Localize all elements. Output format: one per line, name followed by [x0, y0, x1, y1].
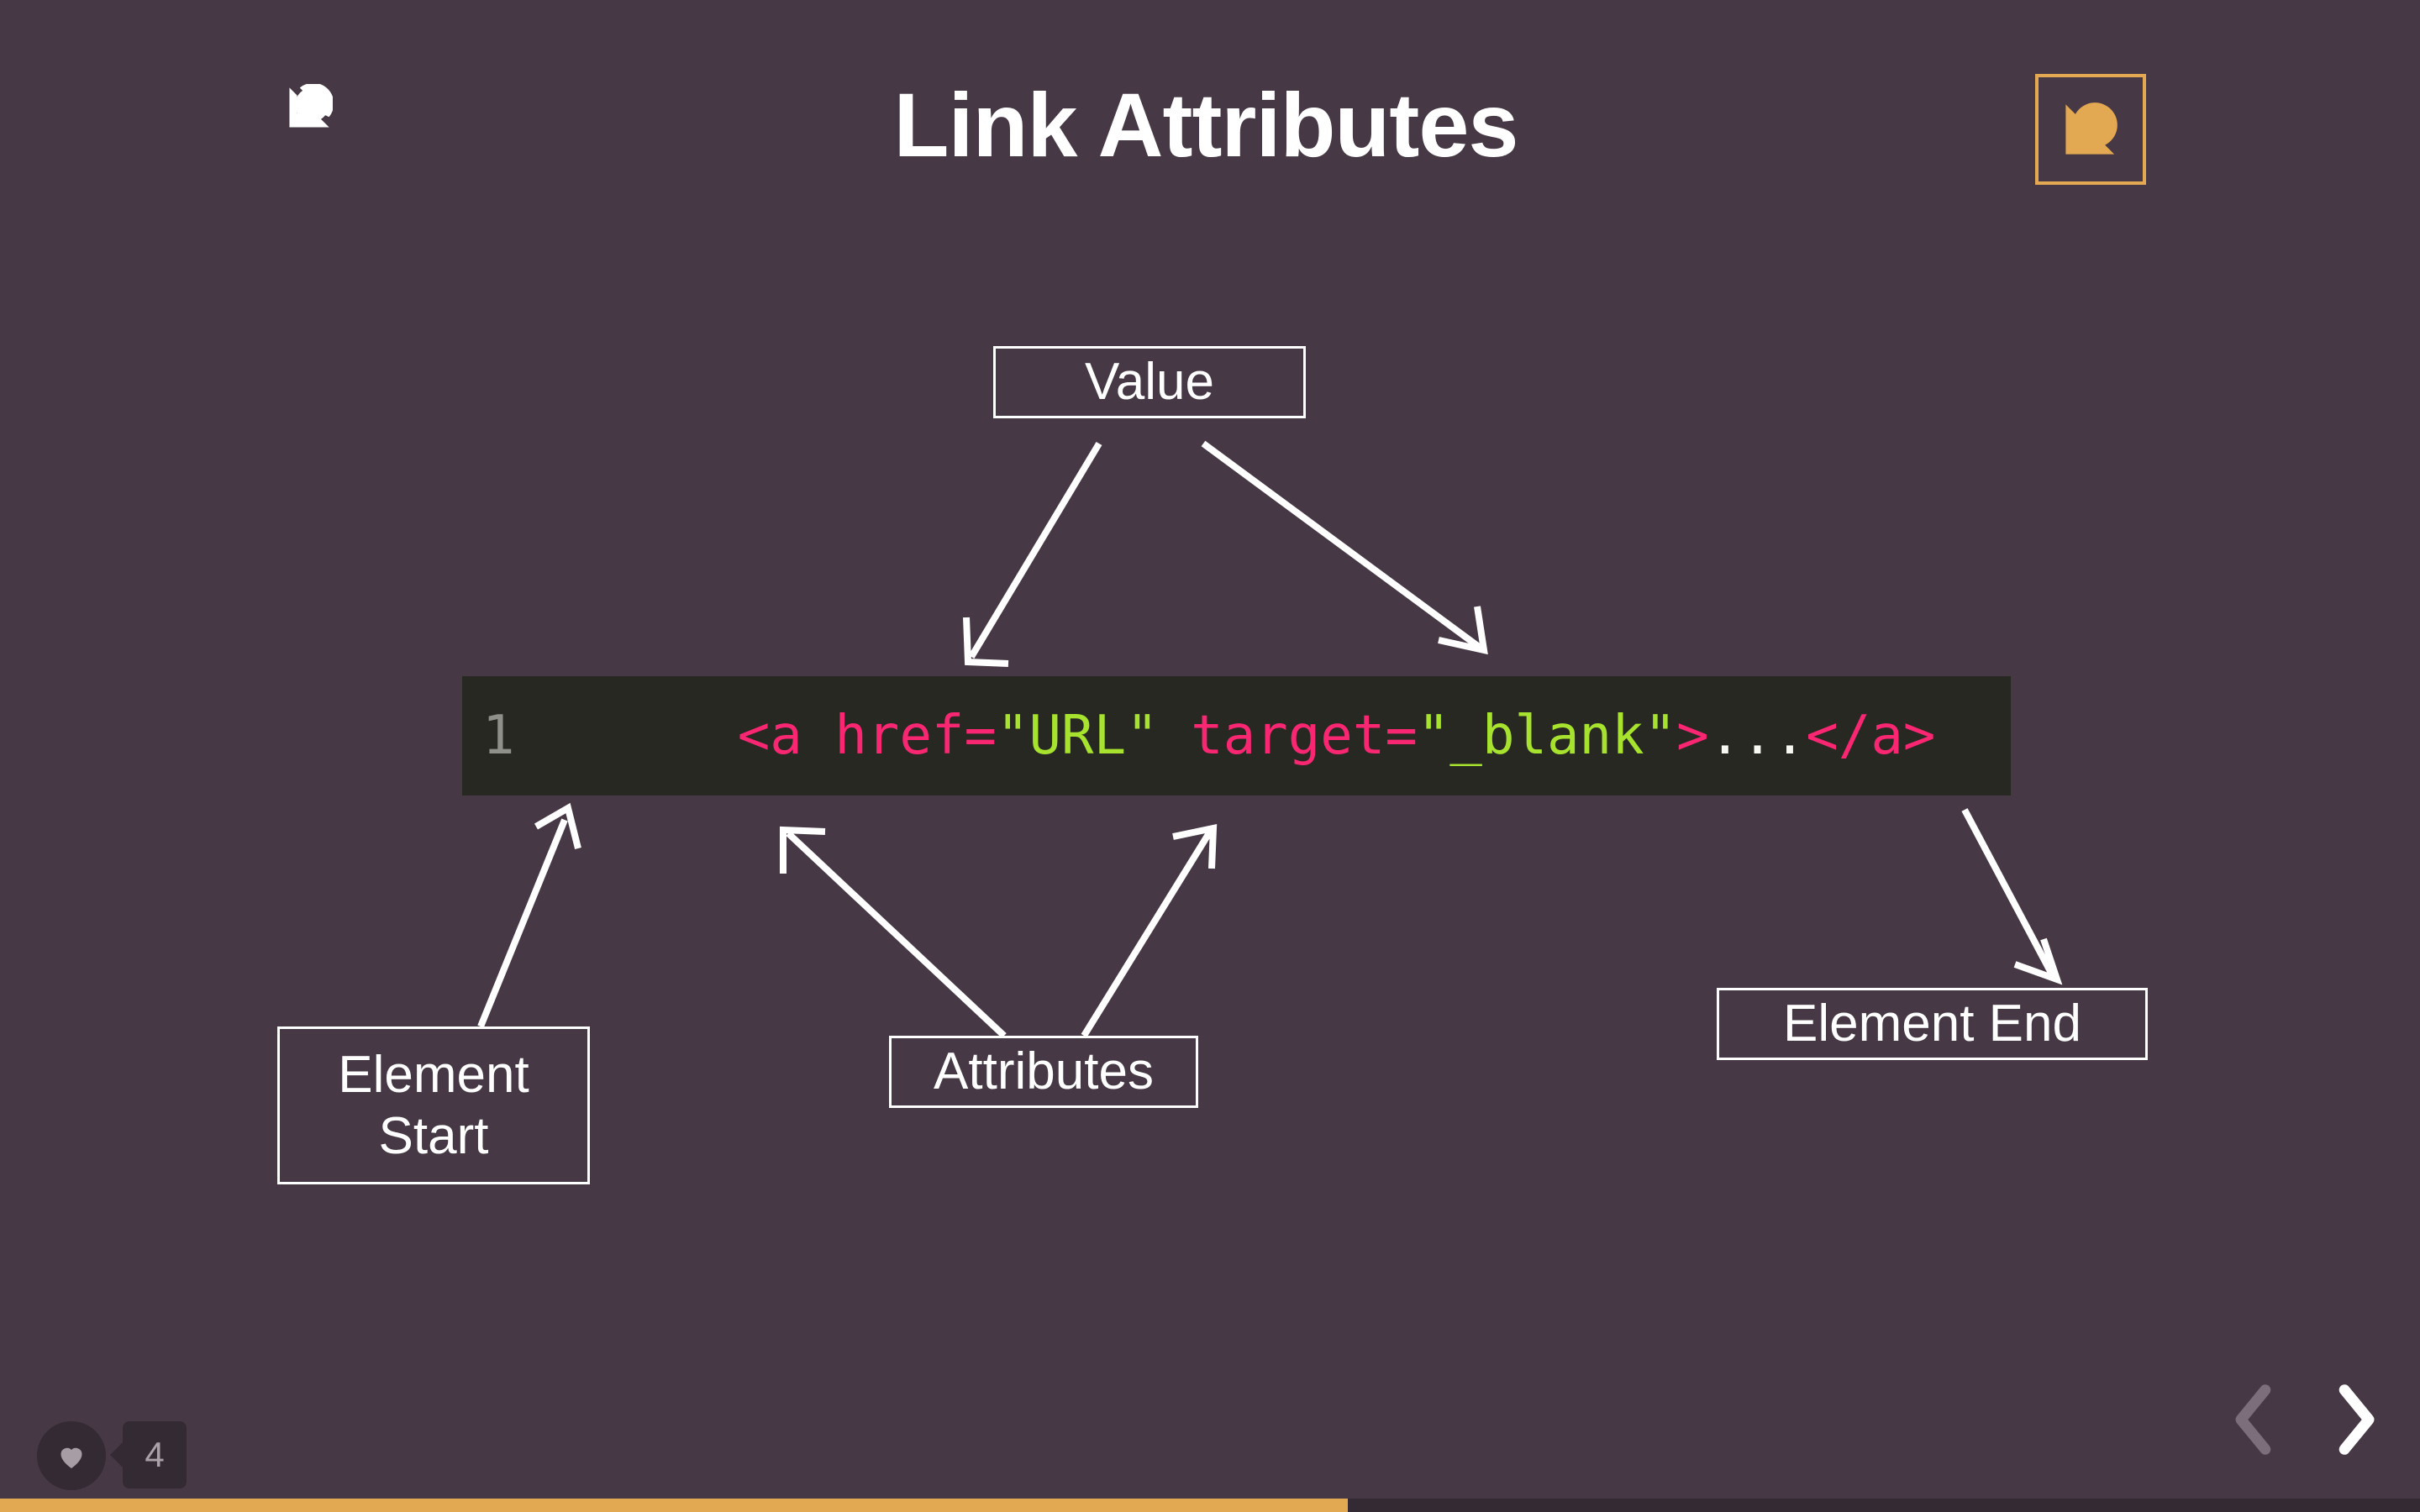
callout-value-label: Value: [1085, 353, 1214, 412]
slide-progress-fill: [0, 1499, 1349, 1512]
code-token-tag-close: </a>: [1806, 705, 1936, 767]
heart-icon: [60, 1447, 82, 1468]
arrow-value-to-href: [968, 441, 1102, 659]
arrow-element-end: [1961, 808, 2055, 976]
callout-element-start-label: Element Start: [338, 1044, 529, 1167]
callout-element-start-line1: Element: [338, 1045, 529, 1104]
code-token-tag-open: <a href=: [737, 705, 997, 767]
arrow-element-start: [477, 818, 568, 1028]
logo-mark-boxed-icon: [2035, 74, 2146, 185]
code-token-gt: >: [1676, 705, 1709, 767]
callout-element-start-line2: Start: [378, 1107, 489, 1165]
code-line-number: 1: [482, 705, 515, 767]
callout-attributes: Attributes: [889, 1036, 1198, 1108]
arrow-attributes-right: [1081, 829, 1213, 1038]
logo-mark-light-icon: [286, 82, 334, 131]
callout-element-start: Element Start: [277, 1026, 590, 1184]
callout-element-end-label: Element End: [1783, 995, 2081, 1053]
code-line: <a href="URL" target="_blank">...</a>: [544, 643, 1936, 829]
code-token-target-value: "_blank": [1417, 705, 1677, 767]
like-count-badge: 4: [123, 1421, 187, 1488]
arrowhead-element-end: [2013, 937, 2063, 985]
code-snippet: 1 <a href="URL" target="_blank">...</a>: [462, 676, 2011, 795]
slide-progress-track[interactable]: [0, 1499, 2420, 1512]
callout-value: Value: [993, 346, 1306, 418]
callout-attributes-label: Attributes: [934, 1042, 1154, 1101]
callout-element-end: Element End: [1717, 988, 2148, 1060]
like-button[interactable]: [37, 1421, 106, 1490]
chevron-right-icon: [2338, 1384, 2375, 1455]
arrow-value-to-target: [1201, 440, 1481, 650]
arrowhead-attributes-left: [780, 826, 826, 874]
next-slide-button[interactable]: [2326, 1382, 2385, 1457]
code-token-href-value: "URL": [996, 705, 1159, 767]
code-token-ellipsis: ...: [1708, 705, 1807, 767]
like-count-value: 4: [145, 1435, 165, 1474]
arrowhead-attributes-right: [1172, 824, 1218, 869]
page-title: Link Attributes: [893, 74, 1518, 176]
previous-slide-button[interactable]: [2225, 1382, 2284, 1457]
chevron-left-icon: [2235, 1384, 2271, 1455]
arrow-attributes-left: [786, 831, 1007, 1038]
code-token-target-attr: target=: [1158, 705, 1418, 767]
